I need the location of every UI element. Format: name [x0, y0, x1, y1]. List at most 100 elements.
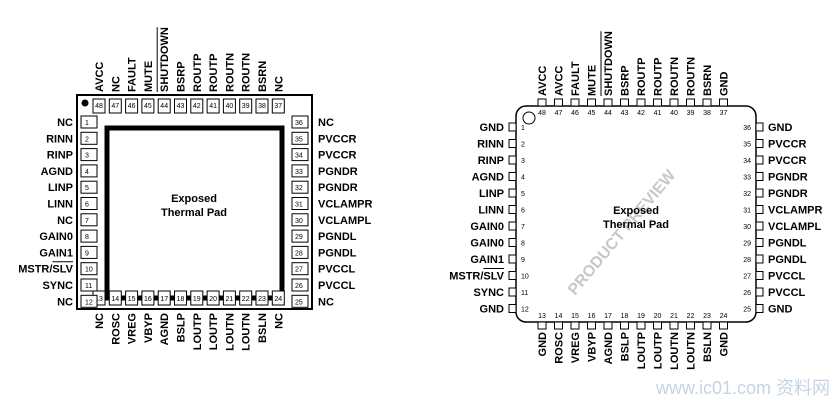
pin-pad — [239, 290, 253, 306]
pin-label: AVCC — [94, 62, 106, 92]
pin-label: NC — [318, 117, 334, 129]
pin-label: VCLAMPL — [768, 221, 821, 233]
pin-label: BSRN — [702, 65, 714, 96]
pin-label: BSRP — [176, 61, 188, 92]
pin-label: GAIN0 — [39, 231, 73, 243]
pin-lead — [587, 321, 596, 330]
pin-pad — [291, 229, 309, 243]
pin-lead — [755, 139, 764, 148]
pin-lead — [755, 188, 764, 198]
pin-label: ROUTN — [241, 53, 253, 92]
pin-label: AGND — [41, 166, 73, 178]
pin-label: PGNDR — [768, 188, 808, 200]
pin-label: LOUTN — [686, 332, 698, 370]
pin-pad — [190, 98, 204, 114]
pin-pad — [80, 197, 98, 210]
pin-label: GAIN1 — [39, 247, 73, 259]
pin-number: 30 — [295, 218, 303, 225]
pin-lead — [755, 238, 764, 247]
pin-pad — [125, 290, 139, 306]
pin-number: 8 — [521, 241, 525, 248]
pin-label: LINN — [478, 205, 504, 217]
pin-number: 39 — [242, 103, 250, 110]
pin-number: 17 — [604, 313, 612, 320]
pin-number: 43 — [177, 103, 185, 110]
pin-label: VBYP — [143, 313, 155, 343]
pin-lead — [653, 321, 662, 330]
pin-lead — [755, 205, 764, 214]
pin-number: 21 — [226, 296, 234, 303]
pin-pad — [291, 213, 309, 227]
pin-pad — [255, 290, 269, 306]
pin-number: 21 — [670, 313, 678, 320]
pin-number: 11 — [521, 290, 528, 297]
pin-label: ROUTN — [686, 57, 698, 96]
pin-number: 34 — [295, 153, 303, 160]
pin-number: 15 — [128, 296, 136, 303]
pin-lead — [620, 321, 629, 330]
pad-label-1: Exposed — [613, 205, 659, 217]
pin-number: 33 — [743, 175, 751, 182]
pin-label: ROUTN — [669, 57, 681, 96]
pin-lead — [755, 271, 764, 280]
pin-pad — [291, 197, 309, 210]
pin-pad — [271, 98, 285, 114]
pin-label: PVCCL — [768, 287, 806, 299]
pin-label: PVCCR — [768, 139, 807, 151]
pin-number: 19 — [193, 296, 201, 303]
pin-label: BSRN — [257, 61, 269, 92]
pin-pad — [80, 262, 98, 276]
pin-number: 41 — [654, 110, 662, 117]
pin-label: BSRP — [620, 65, 632, 96]
pin-number: 48 — [538, 110, 546, 117]
pin-pad — [80, 229, 98, 243]
pin-label: GND — [719, 72, 731, 97]
pin-label: PGNDR — [768, 172, 808, 184]
pin-number: 25 — [743, 307, 751, 314]
pin-label: VCLAMPR — [318, 199, 372, 211]
pin-pad — [239, 98, 253, 114]
pin-lead — [755, 287, 764, 297]
pin-lead — [508, 205, 517, 214]
pin-label: AVCC — [537, 66, 549, 96]
pin-lead — [603, 321, 613, 330]
pin-number: 30 — [743, 224, 751, 231]
pin-pad — [80, 148, 98, 162]
pin-number: 37 — [274, 103, 282, 110]
pin-label: MSTR/SLV — [18, 264, 73, 276]
pin-pad — [141, 98, 155, 114]
pin-number: 4 — [521, 175, 525, 182]
pin-number: 40 — [670, 110, 678, 117]
pin-label: LOUTN — [241, 313, 253, 351]
pin-number: 40 — [226, 103, 234, 110]
pin1-marker — [81, 99, 89, 107]
pin-label: PGNDL — [318, 231, 357, 243]
pin-label: GND — [768, 122, 793, 134]
pin-number: 27 — [295, 267, 303, 274]
pin-label: PVCCR — [768, 155, 807, 167]
pin-number: 32 — [743, 191, 751, 198]
pin-lead — [755, 304, 764, 313]
pin-pad — [190, 290, 204, 306]
pin-number: 3 — [85, 153, 89, 160]
pin-number: 19 — [637, 313, 645, 320]
pin-label: ROUTP — [653, 58, 665, 97]
site-watermark: www.ic01.com 资料网 — [655, 378, 830, 398]
pin-lead — [508, 122, 517, 132]
pin-label: GND — [719, 332, 731, 357]
pin-label: PGNDR — [318, 166, 358, 178]
pin-pad — [174, 98, 187, 114]
pin-label: RINN — [477, 139, 504, 151]
pin-lead — [570, 321, 580, 330]
pin-pad — [157, 98, 171, 114]
pin-label: ROSC — [554, 332, 566, 364]
pin-number: 16 — [144, 296, 152, 303]
pin-number: 45 — [144, 103, 152, 110]
pin-pad — [80, 164, 98, 178]
pin-pad — [80, 180, 98, 194]
pin-number: 33 — [295, 169, 303, 176]
pin-label: VCLAMPR — [768, 205, 822, 217]
pin-number: 31 — [743, 208, 751, 215]
pin-label: SHUTDOWN — [603, 31, 615, 96]
